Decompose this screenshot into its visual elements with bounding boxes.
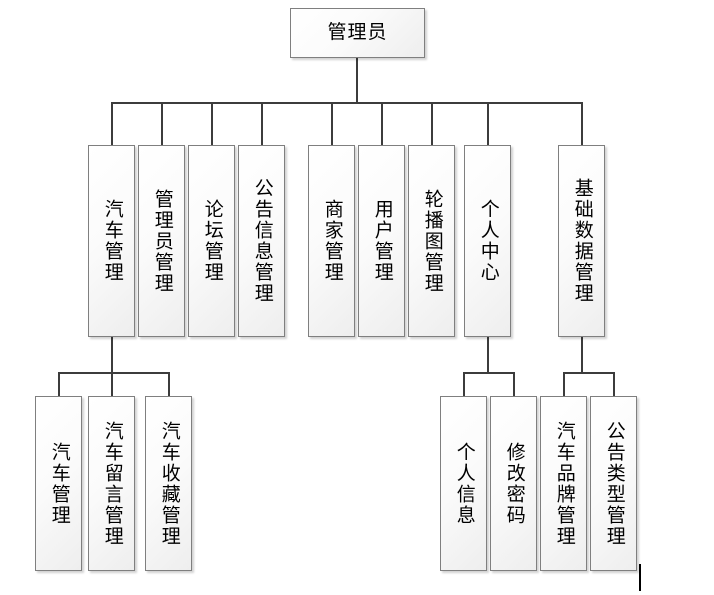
connector-drop-personal-center [487, 102, 489, 146]
node-car-mgmt[interactable]: 汽车管理 [88, 145, 135, 337]
node-label: 个人中心 [477, 199, 499, 283]
connector-level2-bus [111, 102, 583, 104]
node-label: 汽车品牌管理 [553, 420, 575, 547]
connector-drop-car-mgmt-child [58, 372, 60, 397]
node-root-admin[interactable]: 管理员 [290, 8, 425, 58]
connector-stem-basic-data-mgmt [581, 337, 583, 373]
node-label: 公告信息管理 [251, 178, 273, 304]
connector-drop-car-favorite-mgmt [168, 372, 170, 397]
node-notice-type-mgmt[interactable]: 公告类型管理 [590, 396, 637, 571]
node-car-favorite-mgmt[interactable]: 汽车收藏管理 [145, 396, 192, 571]
connector-drop-car-message-mgmt [111, 372, 113, 397]
node-notice-info-mgmt[interactable]: 公告信息管理 [238, 145, 285, 337]
node-label: 论坛管理 [201, 199, 223, 283]
connector-stem-car-mgmt [111, 337, 113, 373]
node-label: 个人信息 [453, 441, 475, 526]
node-car-brand-mgmt[interactable]: 汽车品牌管理 [540, 396, 587, 571]
connector-drop-personal-info [463, 372, 465, 397]
connector-drop-notice-type-mgmt [613, 372, 615, 397]
connector-root-stem [356, 58, 358, 103]
node-personal-center[interactable]: 个人中心 [464, 145, 511, 337]
node-user-mgmt[interactable]: 用户管理 [358, 145, 405, 337]
connector-drop-user-mgmt [381, 102, 383, 146]
connector-bus-personal-children [463, 372, 514, 374]
node-basic-data-mgmt[interactable]: 基础数据管理 [558, 145, 605, 337]
node-label: 基础数据管理 [571, 178, 593, 304]
connector-drop-forum-mgmt [211, 102, 213, 146]
connector-drop-carousel-mgmt [431, 102, 433, 146]
node-car-message-mgmt[interactable]: 汽车留言管理 [88, 396, 135, 571]
node-admin-mgmt[interactable]: 管理员管理 [138, 145, 185, 337]
node-label: 汽车留言管理 [101, 420, 123, 547]
connector-drop-merchant-mgmt [331, 102, 333, 146]
connector-drop-notice-info-mgmt [261, 102, 263, 146]
node-label: 修改密码 [503, 441, 525, 526]
text-caret-artifact [639, 564, 641, 591]
node-label: 管理员管理 [151, 188, 173, 294]
connector-drop-basic-data-mgmt [581, 102, 583, 146]
node-label: 轮播图管理 [421, 188, 443, 294]
connector-bus-basic-children [563, 372, 614, 374]
node-label: 商家管理 [321, 199, 343, 283]
node-merchant-mgmt[interactable]: 商家管理 [308, 145, 355, 337]
node-label: 汽车收藏管理 [158, 420, 180, 547]
node-label: 管理员 [327, 21, 388, 43]
node-carousel-mgmt[interactable]: 轮播图管理 [408, 145, 455, 337]
connector-drop-change-password [513, 372, 515, 397]
node-label: 汽车管理 [101, 199, 123, 283]
node-label: 用户管理 [371, 199, 393, 283]
node-forum-mgmt[interactable]: 论坛管理 [188, 145, 235, 337]
node-personal-info[interactable]: 个人信息 [440, 396, 487, 571]
connector-drop-car-brand-mgmt [563, 372, 565, 397]
node-change-password[interactable]: 修改密码 [490, 396, 537, 571]
connector-drop-admin-mgmt [161, 102, 163, 146]
node-label: 汽车管理 [48, 441, 70, 526]
connector-bus-car-children [58, 372, 170, 374]
connector-drop-car-mgmt [111, 102, 113, 146]
connector-stem-personal-center [487, 337, 489, 373]
node-car-mgmt-child[interactable]: 汽车管理 [35, 396, 82, 571]
node-label: 公告类型管理 [603, 420, 625, 547]
